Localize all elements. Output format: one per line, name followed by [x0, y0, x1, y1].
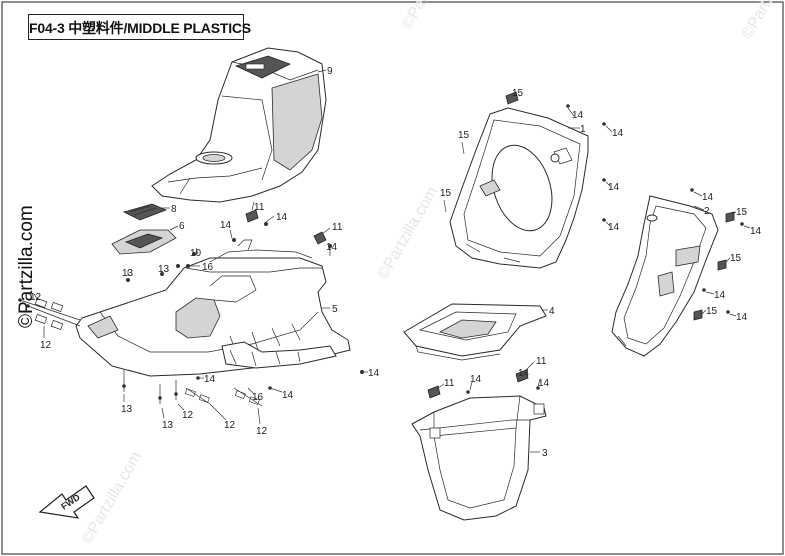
clips-left [18, 298, 81, 330]
callout-14-right-of-floor: 14 [368, 368, 380, 379]
faint-watermark-right: ©Partzilla.com [739, 0, 785, 42]
fasteners-part-1 [505, 91, 606, 222]
callout-14-part2-c: 14 [714, 290, 726, 301]
callout-12-bottom-b: 12 [256, 426, 268, 437]
callout-12-bottom-a: 12 [182, 410, 194, 421]
faint-watermark-center: ©Partzilla.com [375, 184, 441, 282]
fasteners-bottom [122, 370, 272, 407]
callout-10: 10 [190, 248, 202, 259]
callout-14-part1-c: 14 [608, 182, 620, 193]
part-6-cupholder-cover [111, 229, 177, 255]
callout-15-part2-c: 15 [706, 306, 718, 317]
part-2-side-panel [611, 195, 719, 357]
callout-14-part1-b: 14 [612, 128, 624, 139]
callout-16-upper: 16 [202, 262, 214, 273]
callout-3: 3 [542, 448, 548, 459]
callout-12-bottom-c: 12 [224, 420, 236, 431]
callout-14-bin-a: 14 [470, 374, 482, 385]
diagram-title-box: F04-3 中塑料件/MIDDLE PLASTICS [28, 14, 251, 40]
part-4-tray-lid [403, 303, 547, 361]
callout-6: 6 [179, 221, 185, 232]
part-1-fender-panel [449, 107, 589, 269]
callout-13-bottom-a: 13 [121, 404, 133, 415]
callout-14-part1-a: 14 [572, 110, 584, 121]
part-5-middle-floor-panel [75, 239, 351, 377]
callout-15-left-b: 15 [440, 188, 452, 199]
part-8-small-panel [122, 203, 168, 221]
callout-9: 9 [327, 66, 333, 77]
fasteners-part-3 [427, 369, 540, 399]
callout-5: 5 [332, 304, 338, 315]
callout-11-bin-b: 11 [536, 356, 547, 367]
faint-watermark-top: ©Partzilla.com [399, 0, 465, 32]
fwd-arrow-badge: FWD [38, 485, 95, 519]
callout-11-upper-a: 11 [254, 202, 265, 213]
callout-14-bin-c: 14 [518, 368, 530, 379]
callout-1: 1 [580, 124, 586, 135]
callout-14-part2-b: 14 [750, 226, 762, 237]
callout-14-bottom-b: 14 [282, 390, 294, 401]
callout-14-bin-b: 14 [538, 378, 550, 389]
callout-11-bin-a: 11 [444, 378, 455, 389]
callout-12-left-top: 12 [30, 292, 42, 303]
fasteners-upper-left [126, 209, 364, 374]
callout-14-bottom-a: 14 [204, 374, 216, 385]
callout-2: 2 [704, 206, 710, 217]
callout-14-part2-d: 14 [736, 312, 748, 323]
callout-14-upper-b: 14 [276, 212, 288, 223]
callout-14-part2-a: 14 [702, 192, 714, 203]
callout-16-bottom: 16 [252, 392, 264, 403]
callout-14-part1-d: 14 [608, 222, 620, 233]
part-3-storage-bin [411, 395, 547, 521]
page-title: F04-3 中塑料件/MIDDLE PLASTICS [29, 20, 251, 36]
callout-14-upper-c: 14 [326, 242, 338, 253]
part-9-upper-cover [151, 47, 327, 203]
callout-15-top: 15 [512, 88, 524, 99]
side-watermark: ©Partzilla.com [16, 205, 37, 328]
callout-8: 8 [171, 204, 177, 215]
callout-12-left-bottom: 12 [40, 340, 52, 351]
callout-13-upper-a: 13 [122, 268, 134, 279]
callout-14-upper-a: 14 [220, 220, 232, 231]
callout-13-upper-b: 13 [158, 264, 170, 275]
callout-15-part2-b: 15 [730, 253, 742, 264]
fasteners-part-2 [690, 188, 744, 321]
callout-15-left-a: 15 [458, 130, 470, 141]
callout-15-part2-a: 15 [736, 207, 748, 218]
callout-13-bottom-b: 13 [162, 420, 174, 431]
callout-4: 4 [549, 306, 555, 317]
callout-11-upper-b: 11 [332, 222, 343, 233]
